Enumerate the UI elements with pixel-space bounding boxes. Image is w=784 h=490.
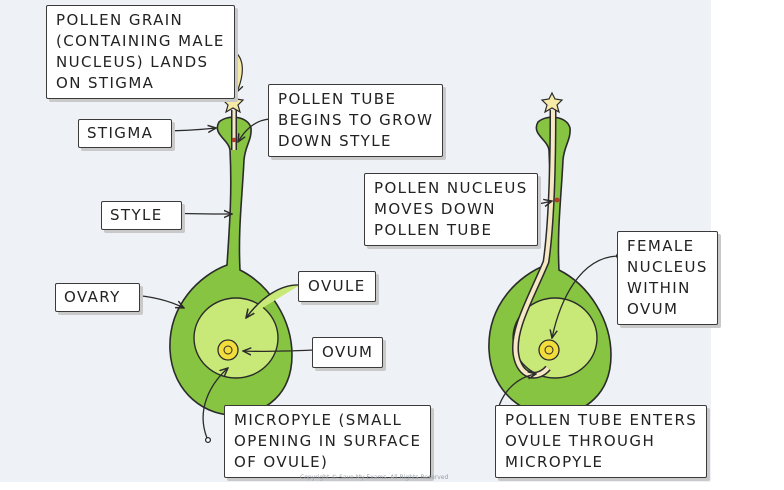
right-pollen-grain (540, 91, 564, 114)
label-pollen-grain: POLLEN GRAIN (CONTAINING MALE NUCLEUS) L… (46, 5, 235, 99)
left-carpel (169, 91, 293, 416)
label-pollen-tube-begins: POLLEN TUBE BEGINS TO GROW DOWN STYLE (268, 84, 444, 157)
label-stigma: STIGMA (78, 119, 173, 148)
right-ovum-nucleus (544, 345, 554, 355)
right-pollen-tube-core (513, 109, 555, 378)
label-micropyle: MICROPYLE (SMALL OPENING IN SURFACE OF O… (224, 405, 432, 478)
connector-ovum (243, 350, 315, 351)
left-ovum (217, 339, 239, 361)
left-pollen-grain (221, 91, 245, 114)
label-ovule: OVULE (298, 271, 376, 302)
label-style: STYLE (101, 201, 182, 230)
left-ovum-nucleus (223, 345, 233, 355)
left-tube-nucleus (231, 137, 237, 143)
dot-micropyle (204, 436, 212, 444)
label-ovum: OVUM (312, 337, 384, 368)
copyright-notice: Copyright © Save My Exams. All Rights Re… (300, 474, 449, 481)
right-carpel (488, 91, 612, 416)
connector-ovule (246, 284, 301, 318)
label-female-nucleus: FEMALE NUCLEUS WITHIN OVUM (617, 231, 718, 325)
left-ovule (193, 297, 279, 379)
label-ovary: OVARY (55, 283, 140, 312)
connector-pollen-tube-begins (238, 118, 271, 142)
right-pollen-nucleus (554, 197, 560, 203)
right-ovum (538, 339, 560, 361)
connector-female-nucleus (552, 255, 618, 338)
label-pollen-tube-enters: POLLEN TUBE ENTERS OVULE THROUGH MICROPY… (495, 405, 708, 478)
label-pollen-nucleus: POLLEN NUCLEUS MOVES DOWN POLLEN TUBE (364, 173, 538, 246)
connector-micropyle (202, 368, 228, 439)
